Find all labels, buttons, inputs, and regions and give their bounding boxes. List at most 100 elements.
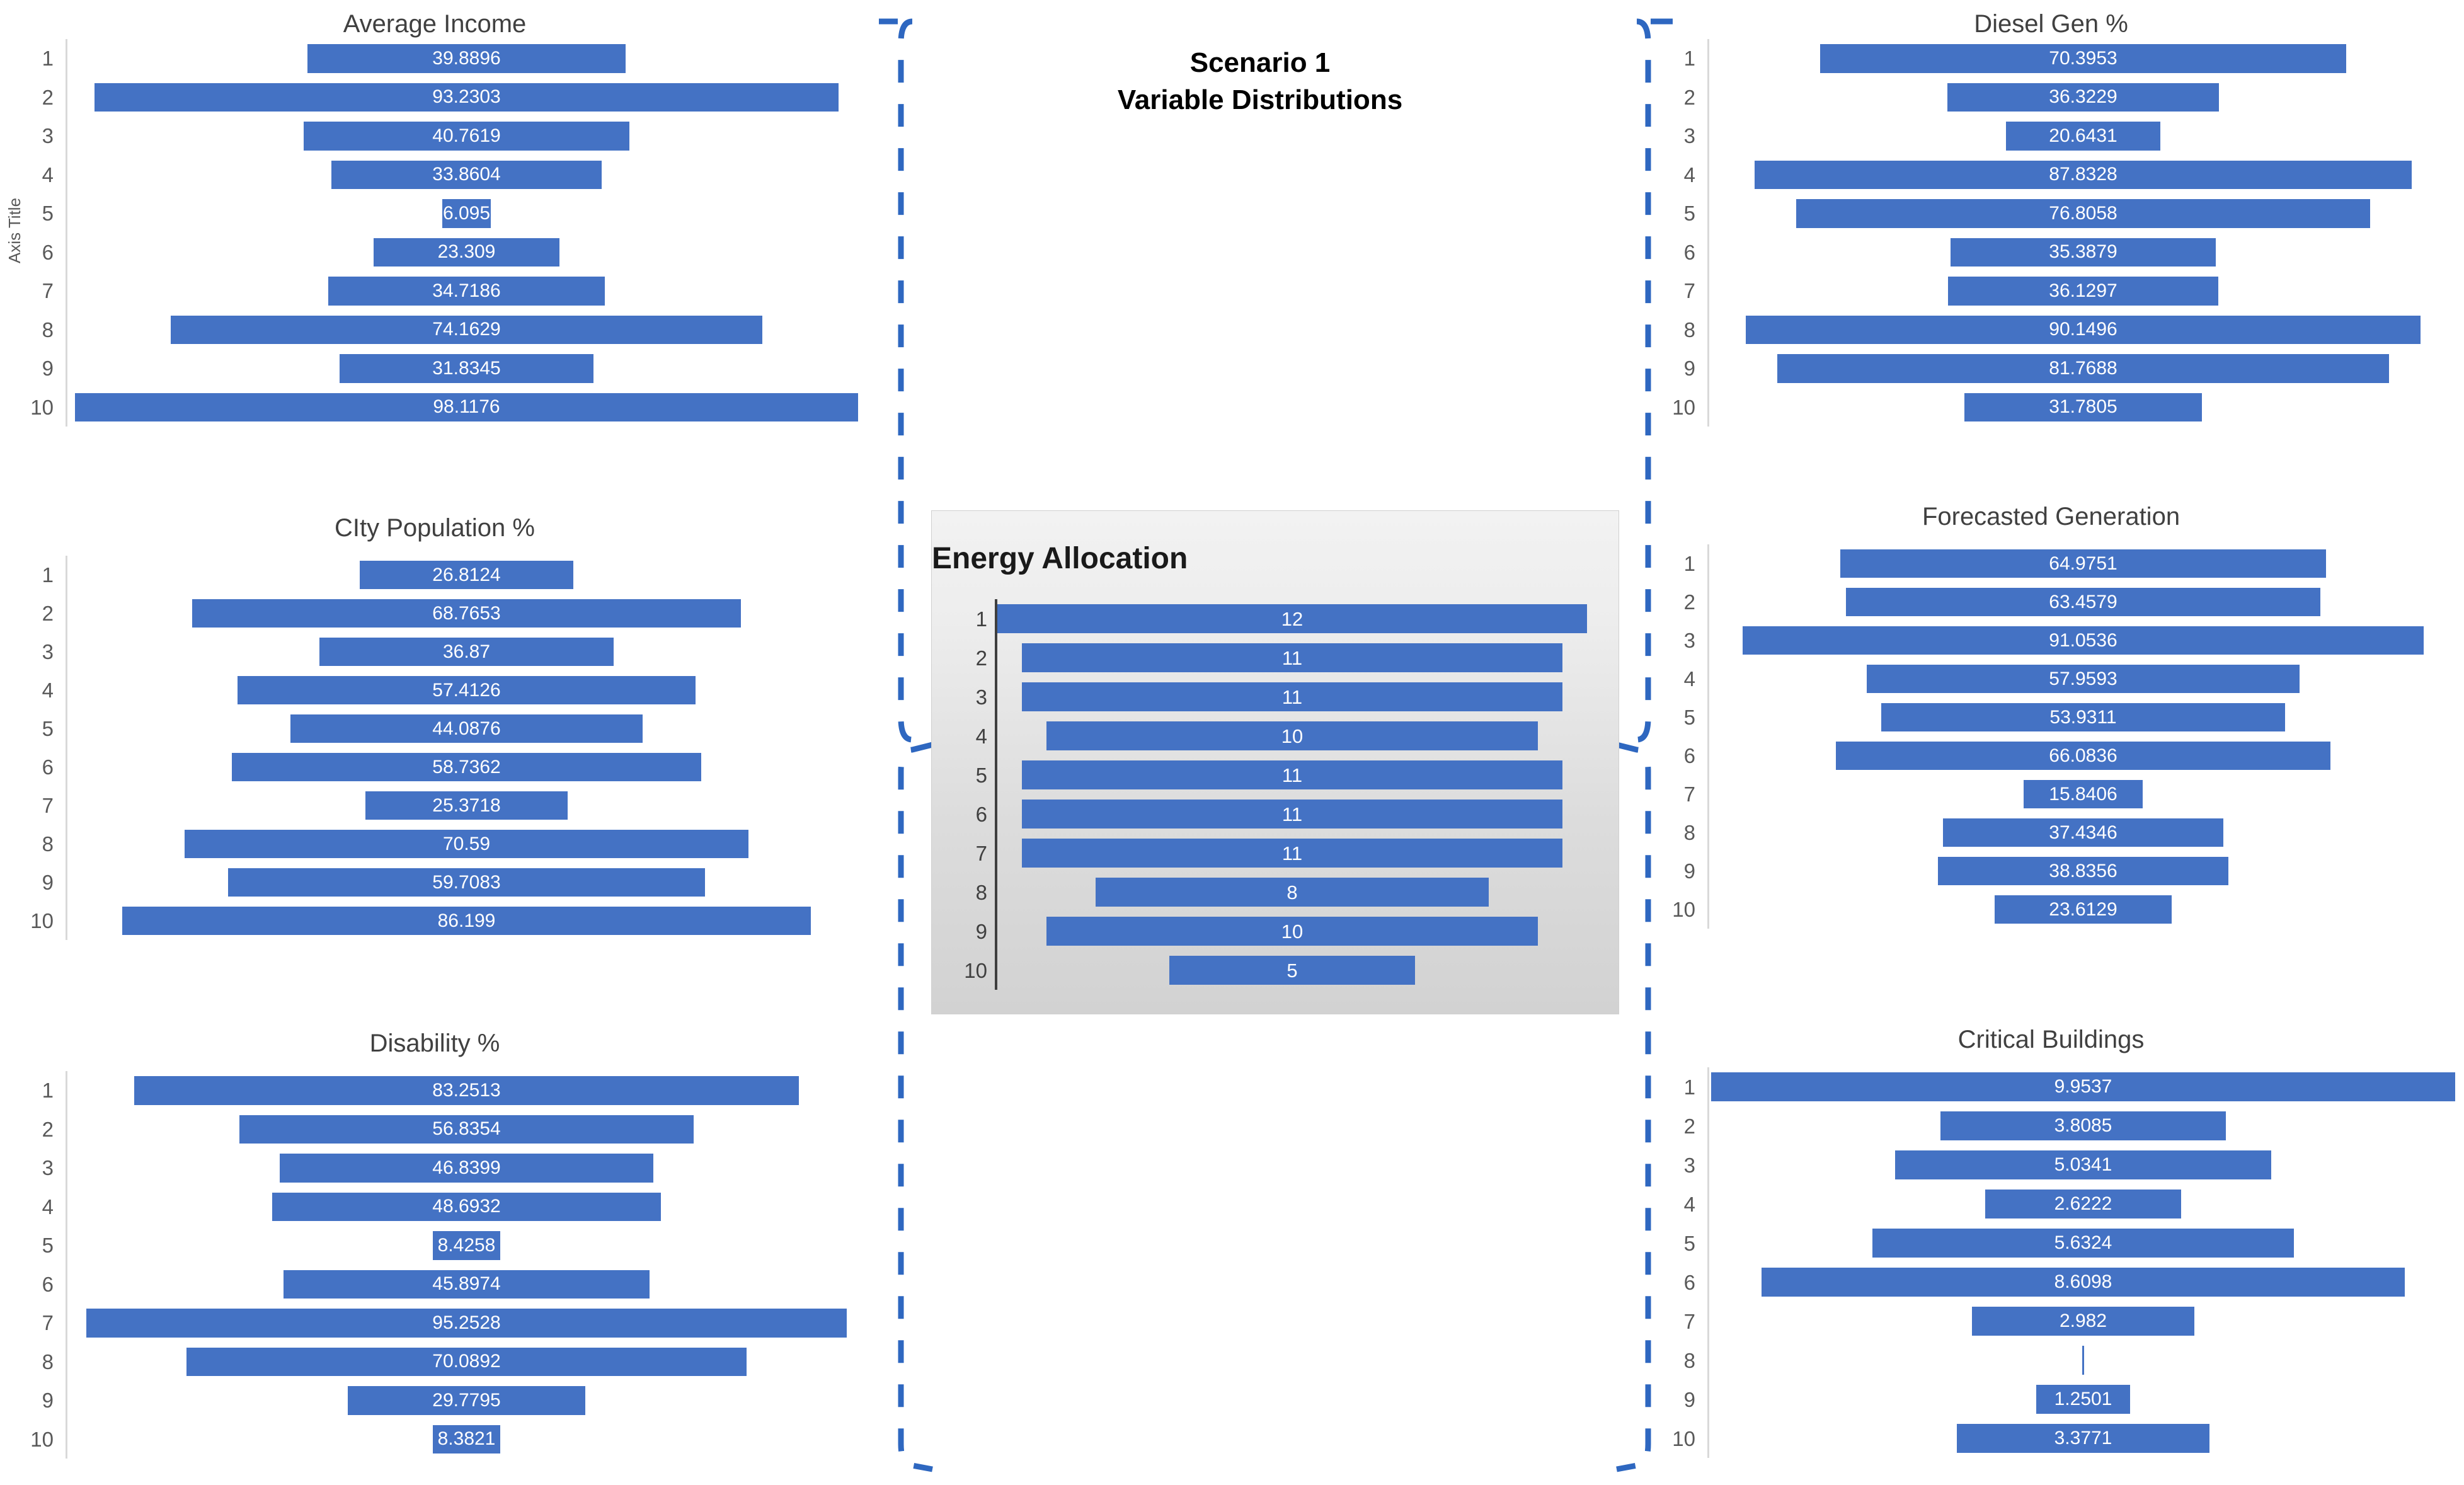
bar-energy-allocation-1[interactable]: 12 bbox=[997, 604, 1587, 633]
bar-average-income-2[interactable]: 93.2303 bbox=[94, 83, 839, 112]
bar-forecasted-generation-8[interactable]: 37.4346 bbox=[1943, 818, 2223, 847]
bar-critical-buildings-5[interactable]: 5.6324 bbox=[1872, 1229, 2294, 1258]
bar-value-label: 76.8058 bbox=[2049, 202, 2117, 224]
bar-track: 36.1297 bbox=[1709, 272, 2457, 311]
category-label: 9 bbox=[42, 357, 54, 381]
bar-forecasted-generation-7[interactable]: 15.8406 bbox=[2024, 779, 2143, 809]
bar-city-population-6[interactable]: 58.7362 bbox=[232, 752, 701, 782]
bar-diesel-gen-10[interactable]: 31.7805 bbox=[1964, 393, 2203, 421]
category-label: 7 bbox=[42, 279, 54, 303]
bar-track: 26.8124 bbox=[67, 556, 866, 594]
bar-diesel-gen-2[interactable]: 36.3229 bbox=[1947, 83, 2220, 112]
bar-average-income-6[interactable]: 23.309 bbox=[373, 238, 560, 267]
bar-forecasted-generation-3[interactable]: 91.0536 bbox=[1743, 626, 2424, 655]
bar-track: 36.87 bbox=[67, 633, 866, 671]
bar-average-income-5[interactable]: 6.095 bbox=[442, 199, 491, 228]
bar-critical-buildings-6[interactable]: 8.6098 bbox=[1761, 1268, 2405, 1297]
bar-average-income-7[interactable]: 34.7186 bbox=[328, 277, 605, 306]
bar-city-population-3[interactable]: 36.87 bbox=[319, 637, 614, 667]
bar-critical-buildings-8[interactable] bbox=[2082, 1346, 2084, 1375]
bar-forecasted-generation-2[interactable]: 63.4579 bbox=[1845, 587, 2321, 617]
bar-average-income-10[interactable]: 98.1176 bbox=[74, 393, 859, 421]
bar-forecasted-generation-5[interactable]: 53.9311 bbox=[1881, 702, 2285, 732]
bar-disability-10[interactable]: 8.3821 bbox=[433, 1425, 500, 1453]
bar-diesel-gen-7[interactable]: 36.1297 bbox=[1948, 277, 2218, 306]
category-label: 10 bbox=[30, 909, 54, 932]
bar-diesel-gen-5[interactable]: 76.8058 bbox=[1796, 199, 2371, 228]
bar-disability-2[interactable]: 56.8354 bbox=[239, 1115, 694, 1144]
bar-critical-buildings-10[interactable]: 3.3771 bbox=[1957, 1424, 2209, 1453]
bar-city-population-10[interactable]: 86.199 bbox=[122, 906, 811, 936]
bar-forecasted-generation-10[interactable]: 23.6129 bbox=[1995, 895, 2172, 924]
bar-average-income-4[interactable]: 33.8604 bbox=[331, 160, 602, 189]
bar-average-income-1[interactable]: 39.8896 bbox=[307, 44, 626, 73]
bar-average-income-9[interactable]: 31.8345 bbox=[339, 354, 594, 383]
bar-value-label: 5.6324 bbox=[2054, 1232, 2112, 1253]
bar-forecasted-generation-6[interactable]: 66.0836 bbox=[1836, 741, 2330, 771]
bar-city-population-9[interactable]: 59.7083 bbox=[228, 868, 705, 897]
bar-disability-3[interactable]: 46.8399 bbox=[279, 1154, 654, 1183]
bar-forecasted-generation-1[interactable]: 64.9751 bbox=[1840, 549, 2327, 578]
bar-track: 1.2501 bbox=[1709, 1380, 2457, 1419]
bar-diesel-gen-6[interactable]: 35.3879 bbox=[1951, 238, 2216, 267]
bar-energy-allocation-10[interactable]: 5 bbox=[1169, 956, 1415, 985]
bar-energy-allocation-3[interactable]: 11 bbox=[1022, 682, 1562, 711]
bar-critical-buildings-1[interactable]: 9.9537 bbox=[1710, 1072, 2456, 1101]
bar-forecasted-generation-4[interactable]: 57.9593 bbox=[1866, 664, 2300, 694]
bar-energy-allocation-6[interactable]: 11 bbox=[1022, 800, 1562, 829]
category-label: 10 bbox=[1672, 898, 1695, 921]
bar-energy-allocation-2[interactable]: 11 bbox=[1022, 643, 1562, 672]
bar-critical-buildings-2[interactable]: 3.8085 bbox=[1940, 1111, 2226, 1140]
bar-track: 58.7362 bbox=[67, 748, 866, 786]
bar-city-population-5[interactable]: 44.0876 bbox=[290, 714, 643, 743]
bar-disability-6[interactable]: 45.8974 bbox=[283, 1270, 650, 1299]
bar-energy-allocation-7[interactable]: 11 bbox=[1022, 839, 1562, 868]
bar-average-income-8[interactable]: 74.1629 bbox=[170, 315, 763, 344]
bar-city-population-4[interactable]: 57.4126 bbox=[237, 675, 696, 705]
bar-track: 5 bbox=[997, 951, 1587, 990]
category-label: 1 bbox=[42, 47, 54, 71]
bar-disability-8[interactable]: 70.0892 bbox=[186, 1347, 747, 1376]
bar-disability-7[interactable]: 95.2528 bbox=[86, 1309, 847, 1338]
bar-track: 53.9311 bbox=[1709, 698, 2457, 737]
bar-city-population-1[interactable]: 26.8124 bbox=[359, 560, 574, 590]
bar-city-population-2[interactable]: 68.7653 bbox=[192, 599, 742, 628]
bar-city-population-8[interactable]: 70.59 bbox=[185, 829, 748, 859]
bar-diesel-gen-9[interactable]: 81.7688 bbox=[1777, 354, 2389, 383]
category-label: 9 bbox=[975, 919, 987, 943]
bar-energy-allocation-4[interactable]: 10 bbox=[1046, 721, 1538, 750]
category-label: 6 bbox=[42, 240, 54, 264]
bar-value-label: 93.2303 bbox=[432, 86, 501, 108]
bar-value-label: 23.6129 bbox=[2049, 898, 2117, 920]
bar-critical-buildings-7[interactable]: 2.982 bbox=[1971, 1307, 2195, 1336]
bar-energy-allocation-5[interactable]: 11 bbox=[1022, 760, 1562, 789]
bar-disability-9[interactable]: 29.7795 bbox=[347, 1386, 586, 1415]
bar-disability-1[interactable]: 83.2513 bbox=[134, 1076, 799, 1105]
bar-energy-allocation-8[interactable]: 8 bbox=[1096, 878, 1489, 907]
bar-average-income-3[interactable]: 40.7619 bbox=[304, 122, 629, 151]
bar-disability-4[interactable]: 48.6932 bbox=[272, 1192, 661, 1221]
bar-diesel-gen-1[interactable]: 70.3953 bbox=[1819, 44, 2347, 73]
bar-diesel-gen-3[interactable]: 20.6431 bbox=[2005, 122, 2161, 151]
bar-forecasted-generation-9[interactable]: 38.8356 bbox=[1938, 856, 2228, 886]
bar-diesel-gen-4[interactable]: 87.8328 bbox=[1755, 160, 2412, 189]
bar-diesel-gen-8[interactable]: 90.1496 bbox=[1746, 315, 2421, 344]
bar-critical-buildings-4[interactable]: 2.6222 bbox=[1985, 1190, 2182, 1218]
bar-city-population-7[interactable]: 25.3718 bbox=[365, 791, 568, 820]
bar-critical-buildings-9[interactable]: 1.2501 bbox=[2036, 1385, 2130, 1414]
bar-critical-buildings-3[interactable]: 5.0341 bbox=[1894, 1150, 2272, 1179]
bar-value-label: 11 bbox=[1281, 685, 1303, 708]
bar-track: 25.3718 bbox=[67, 786, 866, 825]
bar-energy-allocation-9[interactable]: 10 bbox=[1046, 917, 1538, 946]
bar-disability-5[interactable]: 8.4258 bbox=[433, 1231, 500, 1260]
bar-value-label: 8.6098 bbox=[2054, 1271, 2112, 1292]
